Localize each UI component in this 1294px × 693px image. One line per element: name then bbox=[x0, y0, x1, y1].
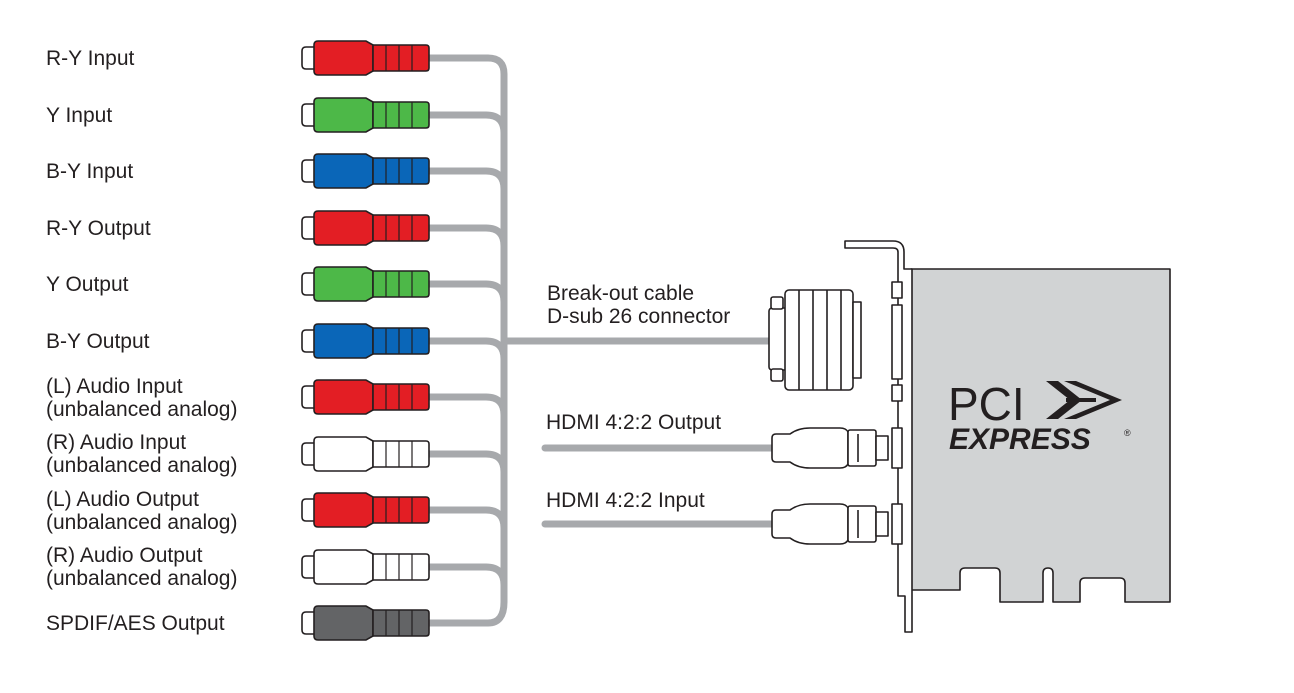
rca-connector-11 bbox=[301, 605, 430, 641]
rca-body bbox=[313, 97, 374, 133]
rca-grip bbox=[372, 553, 430, 581]
rca-connector-8 bbox=[301, 436, 430, 472]
cable-8 bbox=[424, 450, 508, 476]
bracket-port-top bbox=[891, 281, 903, 299]
hdmi-input-connector bbox=[771, 503, 889, 545]
pci-express-logo: PCI EXPRESS ® bbox=[948, 378, 1131, 456]
bracket-port-hdmi-out bbox=[891, 427, 903, 469]
rca-connector-2 bbox=[301, 97, 430, 133]
rca-connector-7 bbox=[301, 379, 430, 415]
cable-2 bbox=[424, 111, 508, 137]
rca-grip bbox=[372, 496, 430, 524]
logo-text-top: PCI bbox=[948, 378, 1025, 430]
hdmi-output-connector bbox=[771, 427, 889, 469]
bracket-port-small bbox=[891, 384, 903, 402]
rca-connector-10 bbox=[301, 549, 430, 585]
label-by-output: B-Y Output bbox=[46, 330, 150, 353]
rca-grip bbox=[372, 157, 430, 185]
rca-grip bbox=[372, 270, 430, 298]
rca-grip bbox=[372, 44, 430, 72]
logo-registered-mark: ® bbox=[1124, 428, 1131, 438]
label-ry-output: R-Y Output bbox=[46, 217, 151, 240]
rca-connector-4 bbox=[301, 210, 430, 246]
hdmi-output-caption: HDMI 4:2:2 Output bbox=[546, 411, 722, 434]
rca-connectors bbox=[301, 40, 430, 641]
logo-chevron-icon bbox=[1046, 381, 1122, 419]
rca-grip bbox=[372, 101, 430, 129]
label-l-audio-input: (L) Audio Input(unbalanced analog) bbox=[46, 375, 238, 421]
rca-connector-6 bbox=[301, 323, 430, 359]
label-r-audio-output: (R) Audio Output(unbalanced analog) bbox=[46, 544, 238, 590]
label-l-audio-output: (L) Audio Output(unbalanced analog) bbox=[46, 488, 238, 534]
rca-body bbox=[313, 605, 374, 641]
cable-4 bbox=[424, 224, 508, 250]
cable-7 bbox=[424, 393, 508, 419]
label-r-audio-input: (R) Audio Input(unbalanced analog) bbox=[46, 431, 238, 477]
rca-body bbox=[313, 436, 374, 472]
rca-body bbox=[313, 379, 374, 415]
rca-grip bbox=[372, 383, 430, 411]
bracket-port-dsub bbox=[891, 304, 903, 380]
cable-bundle bbox=[424, 54, 776, 627]
bracket-port-hdmi-in bbox=[891, 503, 903, 545]
dsub-connector bbox=[768, 289, 862, 391]
rca-body bbox=[313, 549, 374, 585]
cable-9 bbox=[424, 506, 508, 532]
rca-body bbox=[313, 153, 374, 189]
logo-text-bottom: EXPRESS bbox=[949, 423, 1091, 456]
label-y-input: Y Input bbox=[46, 104, 113, 127]
rca-connector-1 bbox=[301, 40, 430, 76]
label-ry-input: R-Y Input bbox=[46, 47, 135, 70]
rca-grip bbox=[372, 327, 430, 355]
rca-body bbox=[313, 323, 374, 359]
rca-grip bbox=[372, 609, 430, 637]
rca-body bbox=[313, 210, 374, 246]
rca-connector-5 bbox=[301, 266, 430, 302]
pcie-card-board bbox=[910, 268, 1171, 603]
cable-3 bbox=[424, 167, 508, 193]
rca-grip bbox=[372, 440, 430, 468]
rca-body bbox=[313, 40, 374, 76]
rca-connector-9 bbox=[301, 492, 430, 528]
label-by-input: B-Y Input bbox=[46, 160, 134, 183]
rca-grip bbox=[372, 214, 430, 242]
pcie-card bbox=[844, 240, 1171, 633]
cable-6 bbox=[424, 337, 508, 363]
hdmi-input-caption: HDMI 4:2:2 Input bbox=[546, 489, 705, 512]
rca-connector-3 bbox=[301, 153, 430, 189]
cable-5 bbox=[424, 280, 508, 306]
label-y-output: Y Output bbox=[46, 273, 129, 296]
cable-10 bbox=[424, 563, 508, 589]
rca-body bbox=[313, 492, 374, 528]
rca-body bbox=[313, 266, 374, 302]
label-spdif-aes-output: SPDIF/AES Output bbox=[46, 612, 225, 635]
